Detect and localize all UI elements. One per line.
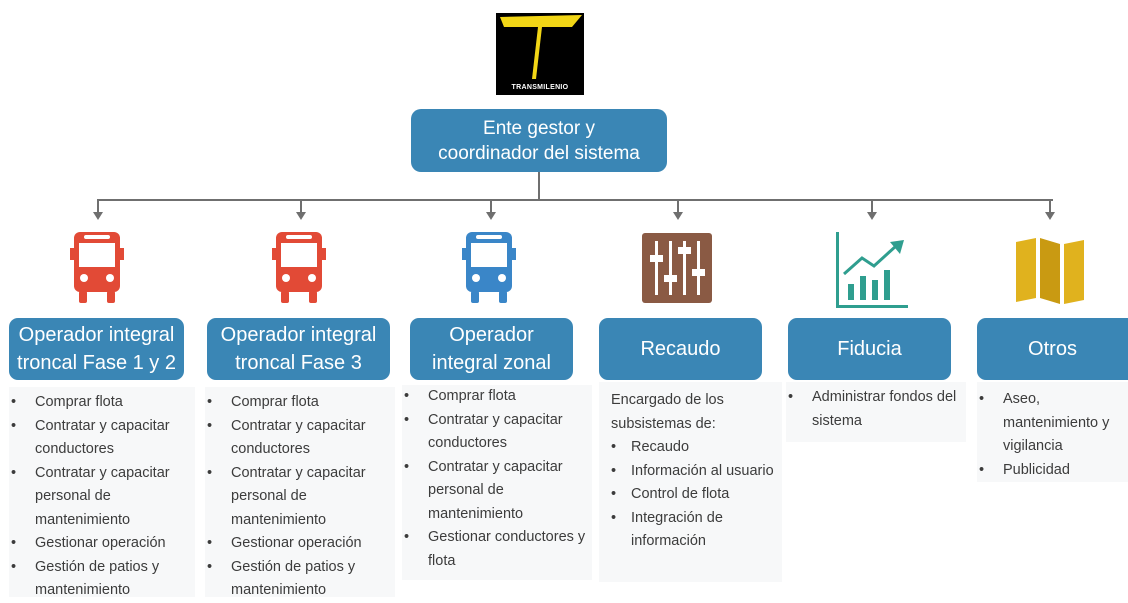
- list-item: Contratar y capacitar personal de manten…: [402, 456, 592, 527]
- operator-4-title: Recaudo: [640, 338, 721, 360]
- arrow-down-icon: [486, 212, 496, 220]
- root-line-1: Ente gestor y: [483, 117, 595, 139]
- operator-1-title-line-1: Operador integral: [18, 324, 175, 346]
- operator-6-title: Otros: [1028, 338, 1077, 360]
- operator-3-panel: Comprar flota Contratar y capacitar cond…: [402, 385, 592, 580]
- list-item: Integración de información: [599, 507, 782, 554]
- list-item: Información al usuario: [599, 460, 782, 484]
- operator-box-5: Fiducia: [788, 318, 951, 380]
- logo-text: TRANSMILENIO: [511, 84, 569, 91]
- operator-3-title-line-2: integral zonal: [432, 352, 551, 374]
- list-item: Control de flota: [599, 483, 782, 507]
- list-item: Gestionar conductores y flota: [402, 526, 592, 573]
- operator-box-6: Otros: [977, 318, 1128, 380]
- list-item: Comprar flota: [402, 385, 592, 409]
- list-item: Comprar flota: [205, 391, 395, 415]
- list-item: Contratar y capacitar conductores: [9, 415, 195, 462]
- root-connector: [538, 172, 540, 200]
- operator-box-4: Recaudo: [599, 318, 762, 380]
- list-item: Contratar y capacitar conductores: [205, 415, 395, 462]
- operator-2-title-line-2: troncal Fase 3: [235, 352, 362, 374]
- operator-1-title-line-2: troncal Fase 1 y 2: [17, 352, 176, 374]
- connector-drop-2: [300, 199, 302, 213]
- root-node-box: Ente gestor y coordinador del sistema: [411, 109, 667, 172]
- list-item: Gestionar operación: [205, 532, 395, 556]
- connector-drop-1: [97, 199, 99, 213]
- operator-6-panel: Aseo, mantenimiento y vigilancia Publici…: [977, 382, 1128, 482]
- bus-icon: [272, 230, 326, 304]
- list-item: Aseo, mantenimiento y vigilancia: [977, 388, 1128, 459]
- recaudo-intro: Encargado de los subsistemas de:: [611, 392, 724, 432]
- arrow-down-icon: [1045, 212, 1055, 220]
- list-item: Recaudo: [599, 436, 782, 460]
- logo-mark-icon: [500, 15, 582, 79]
- list-item: Gestión de patios y mantenimiento: [9, 556, 195, 603]
- list-item: Contratar y capacitar personal de manten…: [205, 462, 395, 533]
- arrow-down-icon: [867, 212, 877, 220]
- list-item: Gestionar operación: [9, 532, 195, 556]
- root-line-2: coordinador del sistema: [438, 142, 640, 164]
- list-item: Administrar fondos del sistema: [786, 386, 966, 433]
- operator-5-title: Fiducia: [837, 338, 902, 360]
- operator-2-title-line-1: Operador integral: [220, 324, 377, 346]
- transmilenio-logo: TRANSMILENIO: [496, 13, 584, 95]
- arrow-down-icon: [673, 212, 683, 220]
- list-item: Contratar y capacitar personal de manten…: [9, 462, 195, 533]
- bus-icon: [462, 230, 516, 304]
- horizontal-connector: [97, 199, 1053, 201]
- connector-drop-3: [490, 199, 492, 213]
- operator-4-panel: Encargado de los subsistemas de: Recaudo…: [599, 382, 782, 582]
- sliders-icon: [642, 233, 712, 303]
- map-icon: [1014, 236, 1086, 306]
- operator-1-panel: Comprar flota Contratar y capacitar cond…: [9, 387, 195, 598]
- list-item: Publicidad: [977, 459, 1128, 483]
- bus-icon: [70, 230, 124, 304]
- list-item: Comprar flota: [9, 391, 195, 415]
- operator-2-panel: Comprar flota Contratar y capacitar cond…: [205, 387, 395, 598]
- connector-drop-5: [871, 199, 873, 213]
- chart-growth-icon: [836, 232, 908, 310]
- operator-box-3: Operador integral zonal: [410, 318, 573, 380]
- arrow-down-icon: [296, 212, 306, 220]
- operator-5-panel: Administrar fondos del sistema: [786, 382, 966, 442]
- connector-drop-6: [1049, 199, 1051, 213]
- operator-3-title-line-1: Operador: [449, 324, 534, 346]
- operator-box-2: Operador integral troncal Fase 3: [207, 318, 390, 380]
- arrow-down-icon: [93, 212, 103, 220]
- list-item: Gestión de patios y mantenimiento: [205, 556, 395, 603]
- operator-box-1: Operador integral troncal Fase 1 y 2: [9, 318, 184, 380]
- connector-drop-4: [677, 199, 679, 213]
- list-item: Contratar y capacitar conductores: [402, 409, 592, 456]
